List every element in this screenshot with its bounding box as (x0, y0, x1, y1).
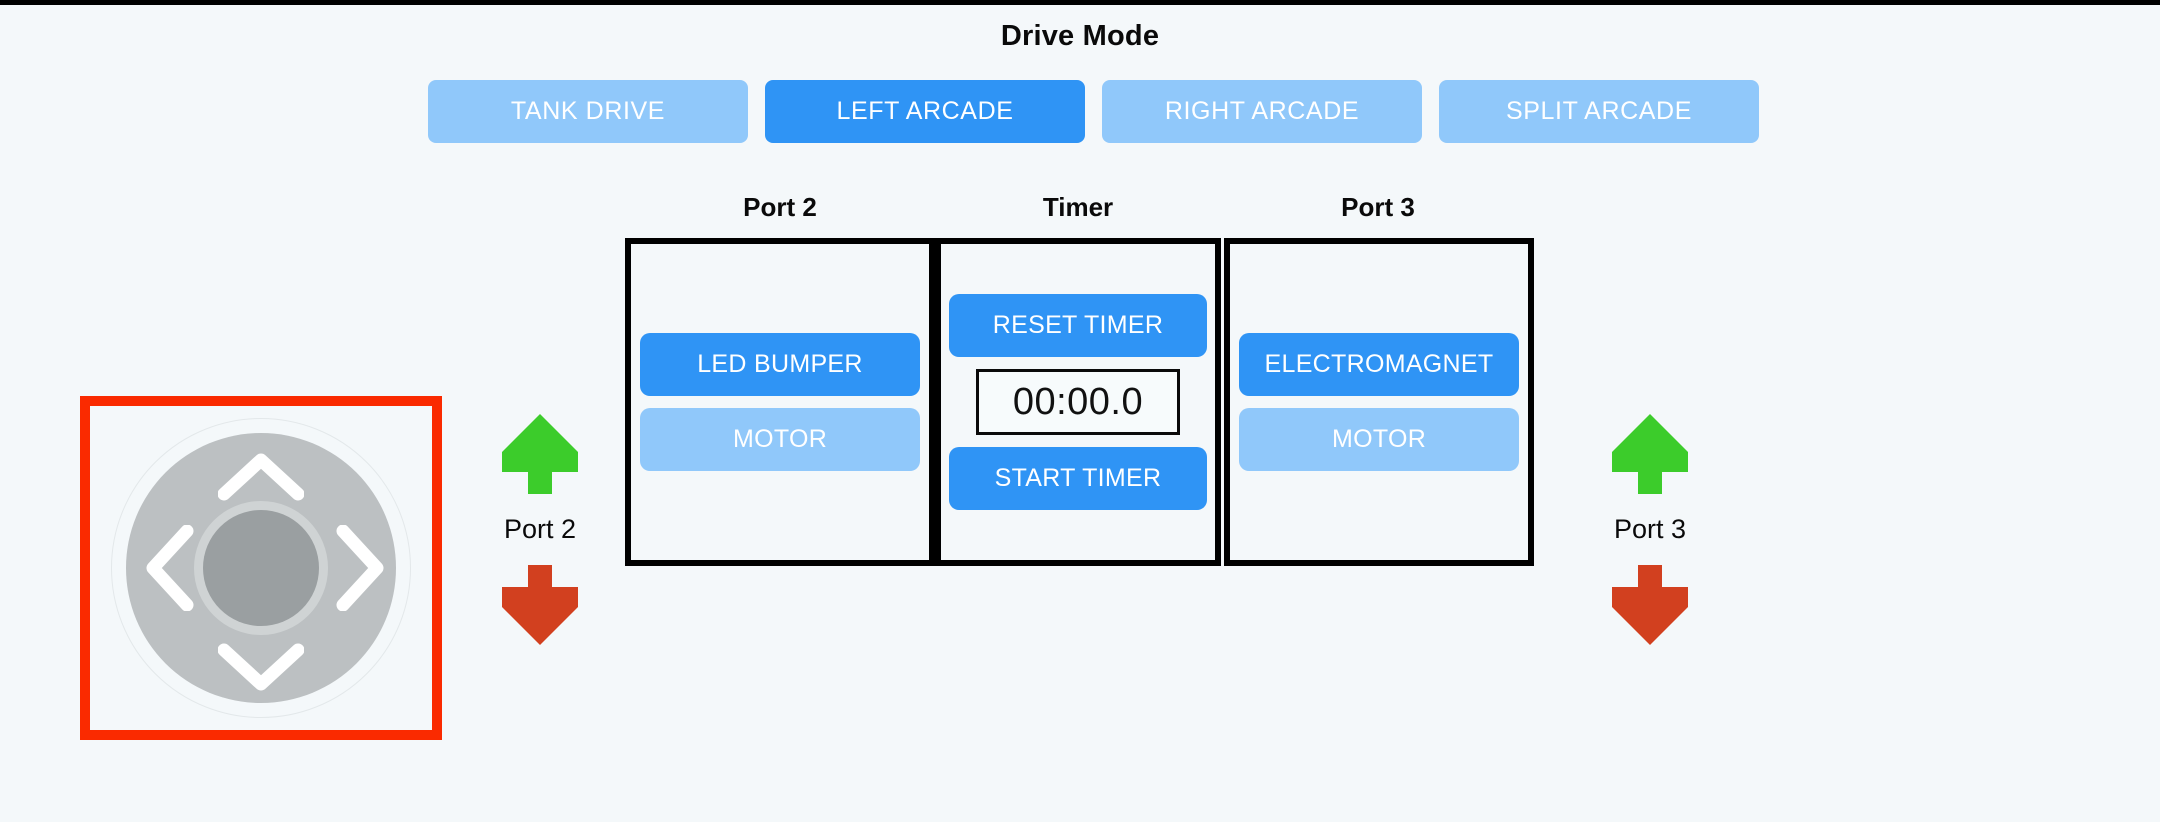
port2-panel: LED BUMPER MOTOR (625, 238, 935, 566)
arrow-down-icon[interactable] (1610, 561, 1690, 654)
port2-motor-button[interactable]: MOTOR (640, 408, 920, 471)
dpad-center-button[interactable] (203, 510, 319, 626)
arrow-down-icon[interactable] (500, 561, 580, 654)
drive-mode-left-arcade[interactable]: LEFT ARCADE (765, 80, 1085, 143)
reset-timer-button[interactable]: RESET TIMER (949, 294, 1207, 357)
page-title: Drive Mode (1000, 20, 1160, 52)
arrow-up-icon[interactable] (500, 410, 580, 503)
drive-mode-right-arcade[interactable]: RIGHT ARCADE (1102, 80, 1422, 143)
port2-led-bumper-button[interactable]: LED BUMPER (640, 333, 920, 396)
start-timer-button[interactable]: START TIMER (949, 447, 1207, 510)
drive-mode-tank-drive[interactable]: TANK DRIVE (428, 80, 748, 143)
directional-pad[interactable] (111, 418, 411, 718)
port2-heading: Port 2 (743, 192, 817, 222)
dpad-outer-outline (111, 418, 411, 718)
top-edge-strip (0, 0, 2160, 5)
timer-display: 00:00.0 (976, 369, 1180, 435)
port3-panel: ELECTROMAGNET MOTOR (1224, 238, 1534, 566)
port3-electromagnet-button[interactable]: ELECTROMAGNET (1239, 333, 1519, 396)
timer-controls: RESET TIMER 00:00.0 START TIMER (949, 294, 1207, 510)
timer-heading: Timer (1042, 192, 1114, 222)
arrow-up-icon[interactable] (1610, 410, 1690, 503)
port3-motor-button[interactable]: MOTOR (1239, 408, 1519, 471)
port3-label: Port 3 (1613, 514, 1687, 544)
port3-arrow-stack: Port 3 (1570, 410, 1730, 654)
port2-device-list: LED BUMPER MOTOR (640, 333, 920, 471)
dpad-container-selected[interactable] (80, 396, 442, 740)
port2-label: Port 2 (503, 514, 577, 544)
port2-arrow-stack: Port 2 (460, 410, 620, 654)
drive-mode-split-arcade[interactable]: SPLIT ARCADE (1439, 80, 1759, 143)
timer-panel: RESET TIMER 00:00.0 START TIMER (935, 238, 1221, 566)
drive-mode-selector: TANK DRIVE LEFT ARCADE RIGHT ARCADE SPLI… (428, 80, 1759, 143)
port3-heading: Port 3 (1341, 192, 1415, 222)
port3-device-list: ELECTROMAGNET MOTOR (1239, 333, 1519, 471)
